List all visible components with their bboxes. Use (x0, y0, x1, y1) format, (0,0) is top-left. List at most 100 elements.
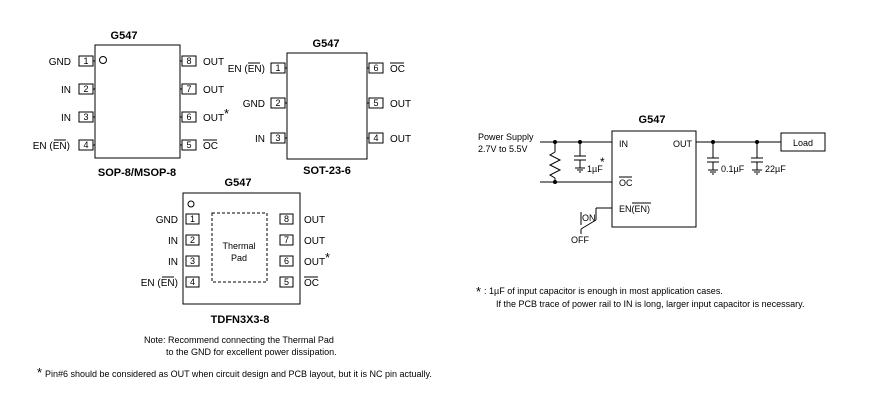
tdfn-pin-label-8: OUT (304, 215, 325, 226)
sop8-pin-label-8: OUT (203, 57, 224, 68)
tdfn-pin-box-4 (185, 276, 200, 288)
tdfn-pin-box-7 (279, 234, 294, 246)
tdfn-pin-label-6: OUT (304, 257, 325, 268)
thermal-note-line-2: to the GND for excellent power dissipati… (166, 347, 337, 357)
sop8-pin1-dot (99, 56, 107, 64)
tdfn-pin-box-5 (279, 276, 294, 288)
sop8-pin-label-7: OUT (203, 85, 224, 96)
tdfn-chip-name: G547 (225, 177, 252, 189)
sop8-pin-number-4: 4 (83, 140, 88, 150)
sop8-chip-name: G547 (111, 30, 138, 42)
tdfn-pin-number-3: 3 (190, 256, 195, 266)
sop8-pin-label-3: IN (61, 113, 71, 124)
node-dot (553, 180, 557, 184)
sop8-body (94, 44, 181, 159)
circuit-pin-in: IN (619, 139, 628, 149)
tdfn-pin-number-6: 6 (284, 256, 289, 266)
tdfn-package: G547 Thermal Pad 1 GND 2 IN 3 IN 4 EN (E… (141, 177, 330, 326)
tdfn-pin-label-3: IN (168, 257, 178, 268)
input-cap-value: 1µF (587, 164, 603, 174)
sot23-pin-number-2: 2 (275, 98, 280, 108)
sot23-package: G547 1 EN (EN) 2 GND 3 IN 6 OC 5 OUT 4 O… (228, 38, 411, 177)
sop8-pin-label-5: OC (203, 141, 218, 152)
sop8-package-name: SOP-8/MSOP-8 (98, 167, 176, 179)
tdfn-pin-number-1: 1 (190, 214, 195, 224)
pin6-note-text: Pin#6 should be considered as OUT when c… (45, 369, 432, 379)
sot23-pin-number-1: 1 (275, 63, 280, 73)
tdfn-pin-number-8: 8 (284, 214, 289, 224)
tdfn-pin-box-8 (279, 213, 294, 225)
cap-note-line-1: : 1µF of input capacitor is enough in mo… (484, 286, 723, 296)
output-cap-1-value: 0.1µF (721, 164, 745, 174)
sot23-body (286, 52, 368, 160)
sop8-pin-number-7: 7 (186, 84, 191, 94)
power-supply-label: Power Supply (478, 132, 534, 142)
enable-switch (580, 207, 612, 234)
tdfn-pin-label-4: EN (EN) (141, 278, 178, 289)
sot23-pin-label-4: OUT (390, 134, 411, 145)
tdfn-pin-number-4: 4 (190, 277, 195, 287)
tdfn-pin-number-7: 7 (284, 235, 289, 245)
circuit-pin-out: OUT (673, 139, 693, 149)
sot23-pin-label-2: GND (243, 99, 265, 110)
sop8-pin-label-6: OUT (203, 113, 224, 124)
sop8-pin-number-1: 1 (83, 56, 88, 66)
sop8-pin-label-2: IN (61, 85, 71, 96)
tdfn-pin-box-2 (185, 234, 200, 246)
tdfn-pin-label-5: OC (304, 278, 319, 289)
sot23-pin-number-6: 6 (373, 63, 378, 73)
sop8-package: G547 1 GND 2 IN 3 IN 4 EN (EN) 8 OUT 7 O… (33, 30, 229, 179)
sot23-pin-label-1: EN (EN) (228, 64, 265, 75)
thermal-pad-label-1: Thermal (222, 241, 255, 251)
tdfn-pin6-asterisk: * (325, 250, 330, 265)
sot23-package-name: SOT-23-6 (303, 165, 351, 177)
thermal-pad-label-2: Pad (231, 253, 247, 263)
switch-on-label: ON (582, 213, 596, 223)
sop8-pin-label-1: GND (49, 57, 71, 68)
sot23-pin-label-3: IN (255, 134, 265, 145)
switch-off-label: OFF (571, 235, 589, 245)
tdfn-pin-number-2: 2 (190, 235, 195, 245)
tdfn-pin-label-2: IN (168, 236, 178, 247)
sop8-pin6-asterisk: * (224, 106, 229, 121)
tdfn-pin-box-3 (185, 255, 200, 267)
circuit-pin-oc: OC (619, 178, 633, 188)
sot23-pin-label-6: OC (390, 64, 405, 75)
load-label: Load (793, 138, 813, 148)
sot23-pin-number-3: 3 (275, 133, 280, 143)
thermal-note-line-1: Note: Recommend connecting the Thermal P… (144, 335, 334, 345)
cap-note-asterisk: * (476, 284, 481, 299)
sot23-chip-name: G547 (313, 38, 340, 50)
input-capacitor (574, 142, 586, 173)
tdfn-pin-box-6 (279, 255, 294, 267)
output-capacitor-2 (751, 142, 763, 175)
tdfn-pin-number-5: 5 (284, 277, 289, 287)
sop8-pin-number-8: 8 (186, 56, 191, 66)
voltage-range-label: 2.7V to 5.5V (478, 144, 528, 154)
circuit-pin-en: EN(EN) (619, 204, 650, 214)
sop8-pin-label-4: EN (EN) (33, 141, 70, 152)
tdfn-package-name: TDFN3X3-8 (211, 314, 270, 326)
pullup-resistor (548, 142, 562, 182)
pin6-note-asterisk: * (37, 365, 42, 380)
sop8-pin-number-5: 5 (186, 140, 191, 150)
sop8-pin-number-6: 6 (186, 112, 191, 122)
sot23-pin-number-4: 4 (373, 133, 378, 143)
sot23-pin-label-5: OUT (390, 99, 411, 110)
tdfn-pin-label-1: GND (156, 215, 178, 226)
circuit-chip-body (611, 130, 697, 228)
circuit-chip-name: G547 (639, 114, 666, 126)
output-cap-2-value: 22µF (765, 164, 786, 174)
thermal-pad (211, 212, 268, 283)
tdfn-pin-box-1 (185, 213, 200, 225)
tdfn-pin-label-7: OUT (304, 236, 325, 247)
sop8-pin-number-3: 3 (83, 112, 88, 122)
sot23-pin-number-5: 5 (373, 98, 378, 108)
cap-note-line-2: If the PCB trace of power rail to IN is … (496, 299, 804, 309)
sop8-pin-number-2: 2 (83, 84, 88, 94)
tdfn-pin1-dot (187, 200, 195, 208)
input-cap-asterisk: * (600, 155, 605, 169)
load-box (780, 132, 826, 152)
application-circuit: G547 Power Supply 2.7V to 5.5V IN OUT OC… (478, 114, 826, 245)
